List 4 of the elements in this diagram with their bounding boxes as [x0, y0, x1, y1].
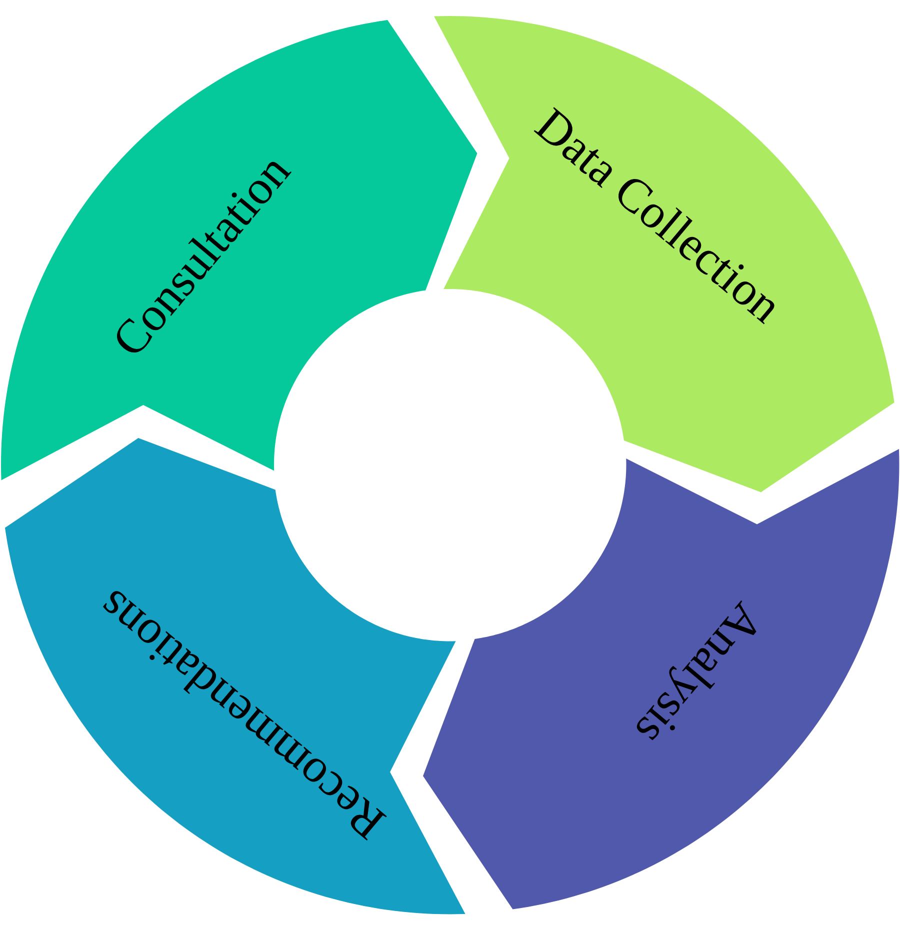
cycle-segment — [434, 16, 895, 492]
cycle-segment — [422, 449, 899, 910]
cycle-segment — [1, 20, 478, 481]
cycle-segment — [5, 438, 466, 914]
